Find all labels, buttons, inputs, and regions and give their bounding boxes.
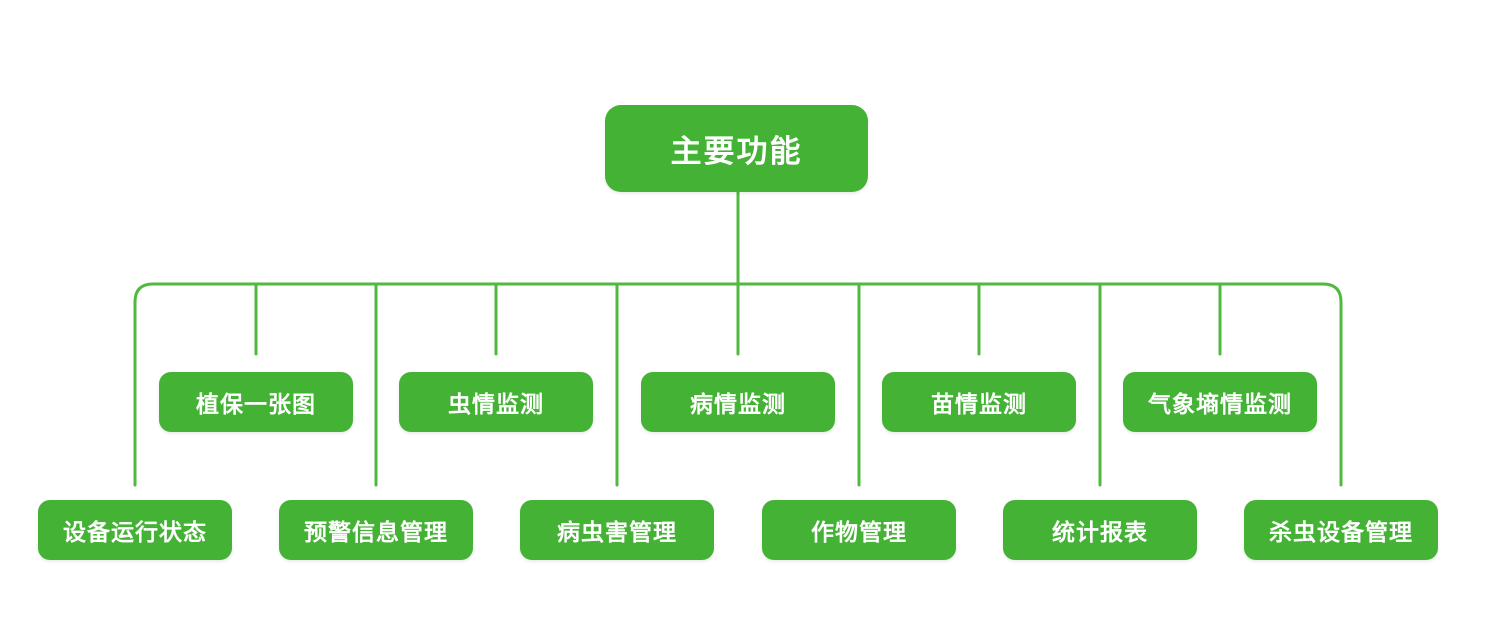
node-label: 作物管理 [811, 519, 907, 545]
node-seedling-monitoring: 苗情监测 [882, 372, 1076, 432]
node-label: 病虫害管理 [557, 519, 677, 545]
node-label: 设备运行状态 [63, 519, 207, 545]
node-label: 病情监测 [690, 391, 786, 417]
node-disease-monitoring: 病情监测 [641, 372, 835, 432]
node-label: 植保一张图 [196, 391, 316, 417]
node-weather-soil-moisture-monitoring: 气象墒情监测 [1123, 372, 1317, 432]
node-label: 虫情监测 [448, 391, 544, 417]
node-warning-info-management: 预警信息管理 [279, 500, 473, 560]
node-insect-monitoring: 虫情监测 [399, 372, 593, 432]
node-crop-management: 作物管理 [762, 500, 956, 560]
node-root-label: 主要功能 [670, 134, 803, 169]
node-insecticidal-device-management: 杀虫设备管理 [1244, 500, 1438, 560]
node-plant-protection-map: 植保一张图 [159, 372, 353, 432]
node-pest-disease-management: 病虫害管理 [520, 500, 714, 560]
node-label: 预警信息管理 [304, 519, 448, 545]
node-label: 杀虫设备管理 [1269, 519, 1413, 545]
node-label: 苗情监测 [931, 391, 1027, 417]
node-statistical-reports: 统计报表 [1003, 500, 1197, 560]
node-root: 主要功能 [605, 105, 868, 192]
node-label: 气象墒情监测 [1148, 391, 1292, 417]
node-label: 统计报表 [1052, 519, 1148, 545]
node-device-running-status: 设备运行状态 [38, 500, 232, 560]
